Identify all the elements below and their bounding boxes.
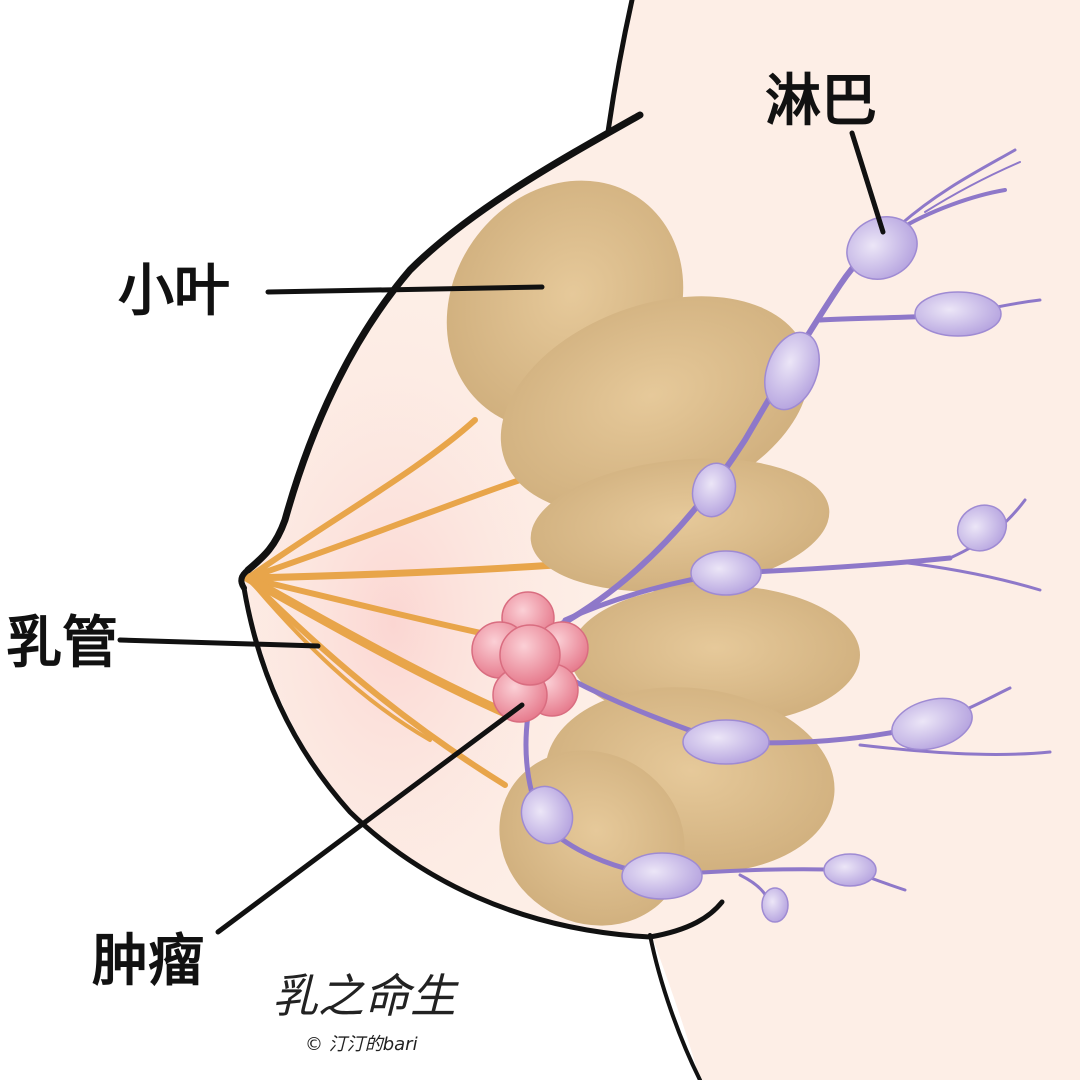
lymph-node <box>891 697 973 751</box>
chest-line-upper <box>605 0 635 135</box>
watermark: 乳之命生 © 汀汀的bari <box>272 969 459 1055</box>
lymph-node <box>846 216 918 280</box>
breast-top-contour <box>244 111 644 574</box>
tumor-cluster <box>471 591 589 723</box>
duct-5 <box>243 573 515 720</box>
leader-lobule <box>265 284 545 295</box>
leader-tumor <box>215 702 525 935</box>
label-lymph: 淋巴 <box>765 69 877 134</box>
lymph-nodes <box>520 216 1008 923</box>
watermark-brand: 乳之命生 <box>272 969 459 1023</box>
breast-bottom-contour <box>241 585 725 940</box>
lymph-node <box>956 504 1008 552</box>
lymph-node <box>682 719 770 765</box>
lobules <box>446 180 860 926</box>
lymph-node <box>823 853 877 887</box>
leader-lymph <box>849 130 886 235</box>
duct-1 <box>245 417 478 581</box>
lymph-node <box>764 331 820 411</box>
leader-lines <box>117 130 886 935</box>
milk-ducts <box>243 417 559 788</box>
leader-duct <box>117 637 321 649</box>
duct-4 <box>245 575 493 638</box>
lymph-node <box>691 462 737 518</box>
torso-skin <box>610 0 1080 1080</box>
label-duct: 乳管 <box>6 611 118 676</box>
duct-6 <box>245 575 508 788</box>
lymph-node <box>520 785 574 845</box>
contour-lines <box>238 0 725 1080</box>
lymph-node <box>761 887 789 923</box>
duct-3 <box>244 561 559 582</box>
duct-7 <box>246 576 432 742</box>
lymph-node <box>621 852 703 900</box>
lymph-node <box>914 291 1002 337</box>
label-lobule: 小叶 <box>118 259 230 324</box>
watermark-copyright: © 汀汀的bari <box>305 1034 418 1055</box>
chest-line-lower <box>648 933 702 1080</box>
duct-2 <box>245 477 523 581</box>
label-tumor: 肿瘤 <box>92 929 204 994</box>
lymph-node <box>690 550 762 596</box>
